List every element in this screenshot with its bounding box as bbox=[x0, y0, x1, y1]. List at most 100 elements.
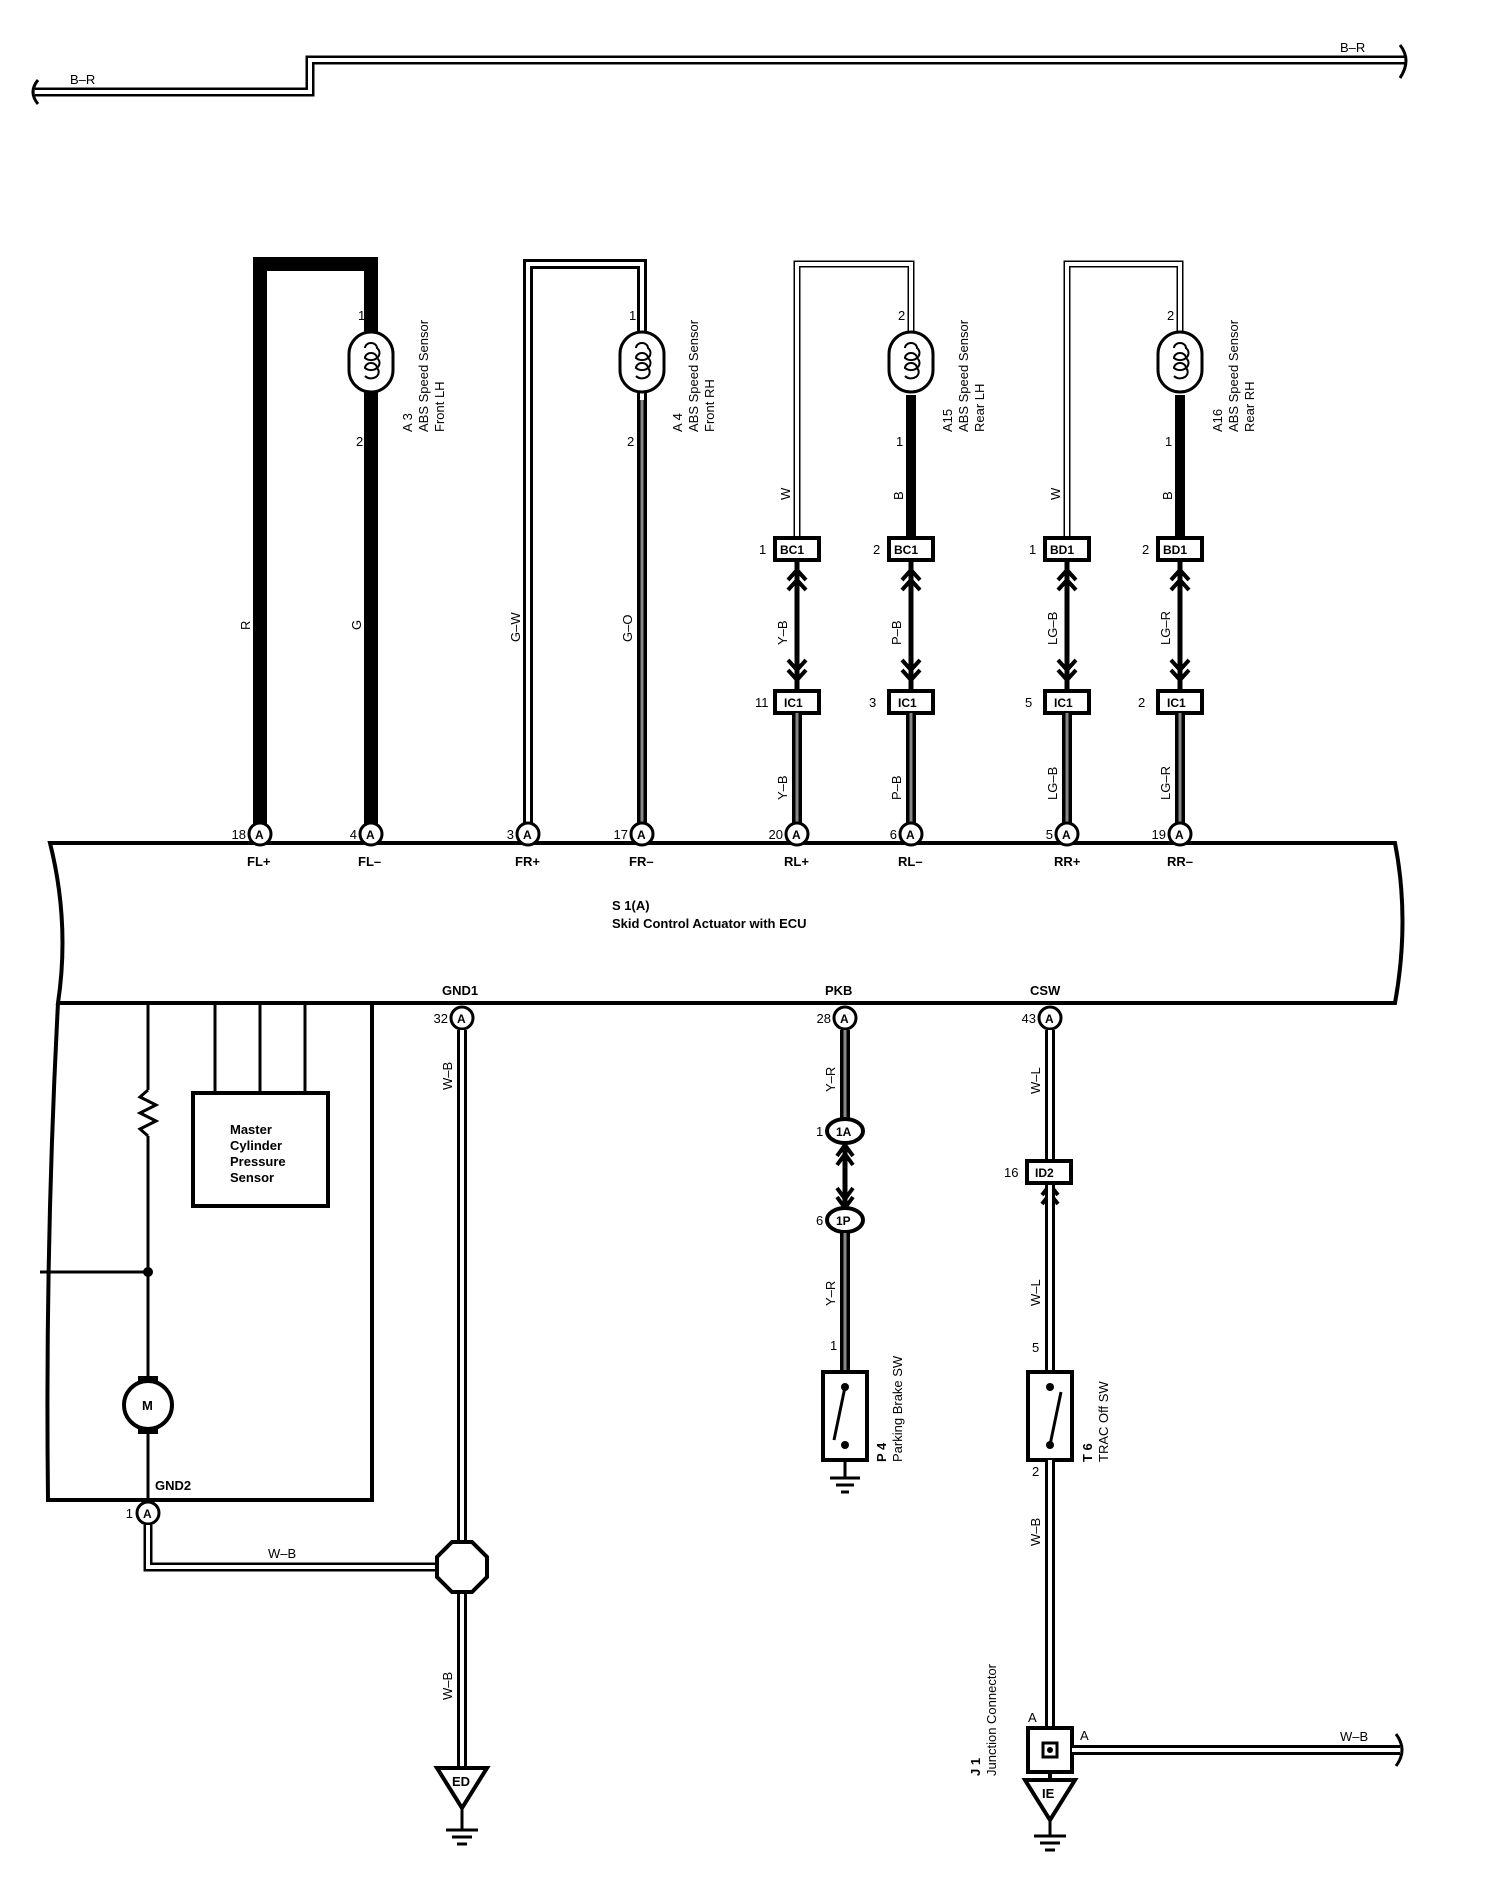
connector-lower-pin: 3 bbox=[869, 695, 876, 710]
ground-bottom-wire-label: W–B bbox=[440, 1672, 455, 1700]
terminal-conn: A bbox=[1062, 828, 1071, 842]
sensor-a15-id: A15 bbox=[940, 409, 955, 432]
connector-1p-id: 1P bbox=[836, 1214, 851, 1228]
terminal-pin: 5 bbox=[1046, 827, 1053, 842]
connector-arrow-down bbox=[1056, 668, 1078, 683]
sensor-a15-pos: Rear LH bbox=[972, 384, 987, 432]
sensor-a4-wire-right: G–O bbox=[620, 615, 635, 642]
terminal-circle bbox=[1037, 1005, 1063, 1031]
mc-sensor-line-1: Master bbox=[230, 1122, 272, 1137]
connector-arrow-up bbox=[900, 577, 922, 592]
connector-upper-id: BD1 bbox=[1163, 543, 1187, 557]
connector-upper-id: BD1 bbox=[1050, 543, 1074, 557]
mc-sensor-line-3: Pressure bbox=[230, 1154, 286, 1169]
terminal-conn: A bbox=[840, 1012, 849, 1026]
connector-arrow-up bbox=[1056, 577, 1078, 592]
sensor-a3-wire-right: G bbox=[349, 620, 364, 630]
terminal-conn: A bbox=[792, 828, 801, 842]
terminal-name: GND2 bbox=[155, 1478, 191, 1493]
trac-wire-mid-label: W–L bbox=[1028, 1279, 1043, 1306]
motor-label: M bbox=[142, 1398, 153, 1413]
ground-point-ie-label: IE bbox=[1042, 1786, 1055, 1801]
ground-point-ie bbox=[1021, 1778, 1079, 1824]
connector-arrow-up bbox=[1169, 577, 1191, 592]
connector-upper-pin: 2 bbox=[873, 542, 880, 557]
connector-arrow-up bbox=[786, 567, 808, 582]
terminal-pin: 4 bbox=[350, 827, 357, 842]
sensor-a3-name: ABS Speed Sensor bbox=[416, 319, 431, 432]
connector-link-wire-label: LG–B bbox=[1045, 612, 1060, 645]
terminal-pin: 43 bbox=[1022, 1011, 1036, 1026]
terminal-conn: A bbox=[366, 828, 375, 842]
connector-lower-id: IC1 bbox=[1054, 696, 1073, 710]
sensor-a15-wire-right: B bbox=[891, 491, 906, 500]
terminal-conn: A bbox=[637, 828, 646, 842]
gnd2-wire-label: W–B bbox=[268, 1546, 296, 1561]
connector-id2-id: ID2 bbox=[1035, 1166, 1054, 1180]
sensor-a15-name: ABS Speed Sensor bbox=[956, 319, 971, 432]
terminal-name: PKB bbox=[825, 983, 852, 998]
sensor-a16-pos: Rear RH bbox=[1242, 381, 1257, 432]
lower-wire-label: LG–B bbox=[1045, 767, 1060, 800]
sensor-a3-wire-left: R bbox=[238, 621, 253, 630]
gnd1-wire-label: W–B bbox=[440, 1062, 455, 1090]
sensor-a3-pos: Front LH bbox=[432, 381, 447, 432]
connector-arrow-up bbox=[1169, 567, 1191, 582]
connector-arrow-down bbox=[1056, 658, 1078, 673]
sensor-a4-wire-left: G–W bbox=[508, 612, 523, 642]
connector-arrow-up bbox=[786, 577, 808, 592]
connector-lower-id: IC1 bbox=[898, 696, 917, 710]
trac-switch-pin-top: 5 bbox=[1032, 1340, 1039, 1355]
connector-arrow-up bbox=[900, 567, 922, 582]
sensor-a16-circuit: 2 1 A16 ABS Speed Sensor Rear RH W B bbox=[1048, 260, 1257, 538]
connector-lower-pin: 5 bbox=[1025, 695, 1032, 710]
terminal-name: GND1 bbox=[442, 983, 478, 998]
ecu-name: Skid Control Actuator with ECU bbox=[612, 916, 807, 931]
top-wire-right-label: B–R bbox=[1340, 40, 1365, 55]
terminal-circle bbox=[629, 821, 655, 847]
ecu-top-terminals: A18FL+A4FL–A3FR+A17FR–A20RL+A6RL–A5RR+A1… bbox=[232, 821, 1193, 869]
terminal-conn: A bbox=[906, 828, 915, 842]
connector-lower-id: IC1 bbox=[1167, 696, 1186, 710]
connector-1a-id: 1A bbox=[836, 1125, 852, 1139]
ecu-id: S 1(A) bbox=[612, 898, 650, 913]
trac-switch-name: TRAC Off SW bbox=[1096, 1381, 1111, 1462]
terminal-pin: 1 bbox=[126, 1506, 133, 1521]
connector-arrow-up bbox=[1056, 567, 1078, 582]
junction-wire-right-label: W–B bbox=[1340, 1729, 1368, 1744]
pkb-wire-top-label: Y–R bbox=[823, 1067, 838, 1092]
terminal-circle bbox=[784, 821, 810, 847]
pkb-wire-bottom-label: Y–R bbox=[823, 1281, 838, 1306]
terminal-name: FR+ bbox=[515, 854, 540, 869]
top-br-wire: B–R B–R bbox=[31, 40, 1408, 105]
terminal-circle bbox=[515, 821, 541, 847]
splice-point-icon bbox=[435, 1540, 489, 1594]
trac-off-circuit: W–L ID2 16 W–L 5 2 T 6 TRAC Off SW W–B A… bbox=[968, 1030, 1404, 1852]
terminal-pin: 19 bbox=[1152, 827, 1166, 842]
terminal-circle bbox=[832, 1005, 858, 1031]
sensor-a16-name: ABS Speed Sensor bbox=[1226, 319, 1241, 432]
terminal-conn: A bbox=[1175, 828, 1184, 842]
ecu-internal: M Master Cylinder Pressure Sensor bbox=[40, 1003, 330, 1500]
terminal-name: CSW bbox=[1030, 983, 1061, 998]
pkb-switch-name: Parking Brake SW bbox=[890, 1355, 905, 1462]
connector-arrow-down bbox=[1169, 658, 1191, 673]
sensor-a3-pin-bottom: 2 bbox=[356, 434, 363, 449]
connector-arrow-down bbox=[1169, 668, 1191, 683]
junction-pin-top: A bbox=[1028, 1710, 1037, 1725]
trac-wire-bottom-label: W–B bbox=[1028, 1518, 1043, 1546]
connector-lower-pin: 11 bbox=[755, 695, 769, 710]
terminal-name: FR– bbox=[629, 854, 654, 869]
sensor-a4-pos: Front RH bbox=[702, 379, 717, 432]
connector-lower-pin: 2 bbox=[1138, 695, 1145, 710]
